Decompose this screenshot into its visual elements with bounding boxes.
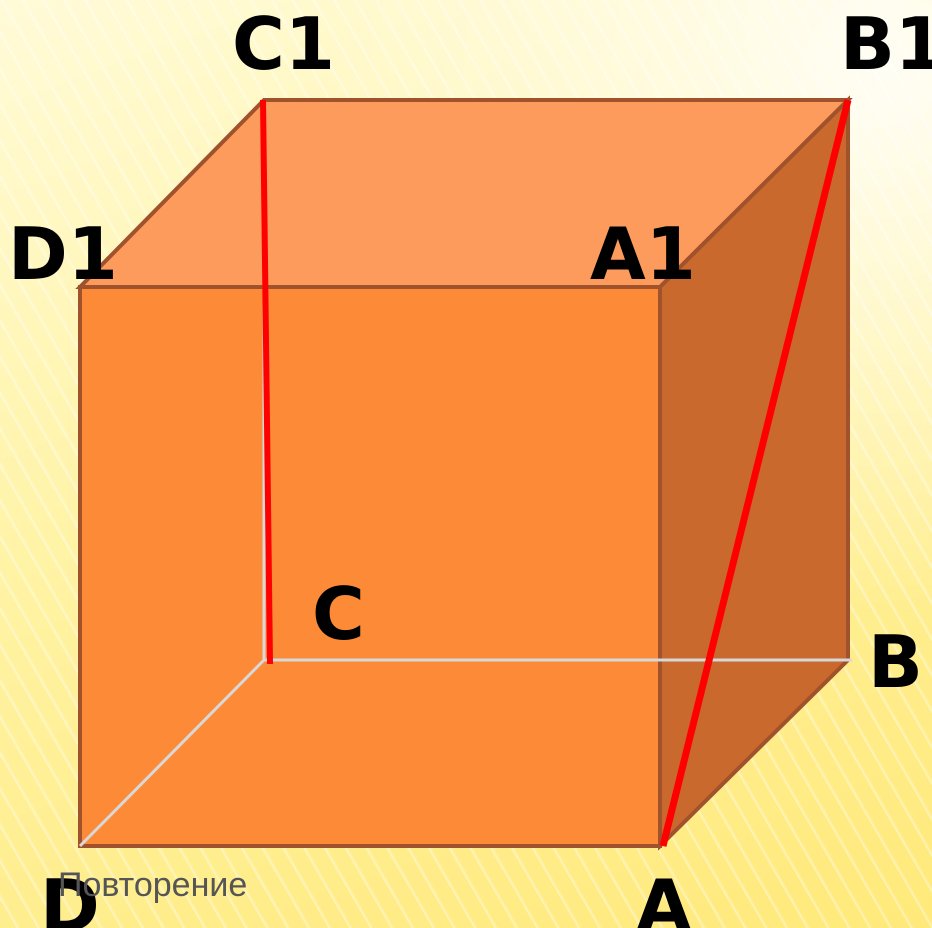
vertex-label-d: D (40, 864, 100, 928)
vertex-label-b1: B1 (840, 2, 932, 86)
vertex-label-c1: C1 (232, 2, 335, 86)
vertex-label-c: C (312, 572, 365, 656)
vertex-label-d1: D1 (8, 212, 118, 296)
vertex-label-a1: A1 (590, 212, 696, 296)
front-face (78, 285, 662, 848)
hidden-edge-dc (78, 658, 266, 848)
vertex-label-a: A (636, 864, 692, 928)
caption-link[interactable]: Повторение (58, 866, 248, 904)
highlight-segment-cc1 (260, 99, 273, 665)
highlight-segment-ab1 (659, 99, 852, 847)
vertex-label-b: B (868, 620, 923, 704)
